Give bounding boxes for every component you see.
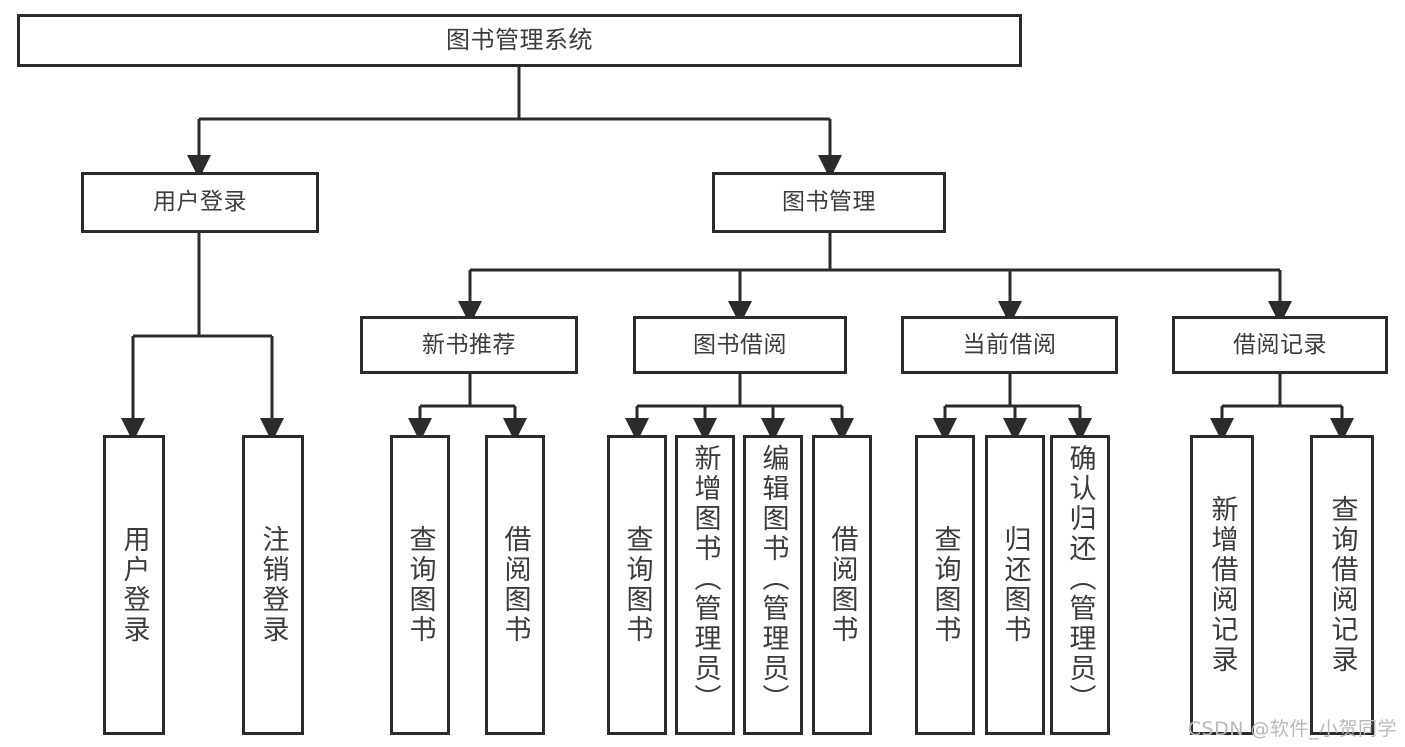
leaf-query-borrow-record[interactable]: 查询借阅记录 [1310,435,1374,735]
node-label: 新书推荐 [422,331,516,358]
node-label: 当前借阅 [962,331,1057,358]
node-label: 借阅图书 [499,525,531,645]
leaf-borrow-query-book[interactable]: 查询图书 [607,435,667,735]
leaf-confirm-return-admin[interactable]: 确认归还（管理员） [1050,435,1110,735]
node-label: 查询借阅记录 [1326,495,1358,675]
leaf-new-book-query[interactable]: 查询图书 [390,435,450,735]
node-label: 查询图书 [929,525,961,645]
node-root-library-system[interactable]: 图书管理系统 [17,14,1022,67]
node-label: 编辑图书（管理员） [757,444,789,714]
leaf-borrow-book[interactable]: 借阅图书 [812,435,872,735]
node-label: 借阅图书 [826,525,858,645]
node-label: 借阅记录 [1233,331,1327,358]
csdn-watermark: CSDN @软件_小贺同学 [1187,718,1397,740]
node-label: 注销登录 [257,525,289,645]
node-label: 新增借阅记录 [1206,495,1238,675]
node-label: 归还图书 [999,525,1031,645]
node-borrow-record[interactable]: 借阅记录 [1172,316,1388,374]
leaf-current-query-book[interactable]: 查询图书 [915,435,975,735]
node-label: 图书管理 [782,189,876,216]
leaf-new-book-borrow[interactable]: 借阅图书 [485,435,545,735]
leaf-return-book[interactable]: 归还图书 [985,435,1045,735]
node-label: 用户登录 [118,525,150,645]
leaf-logout[interactable]: 注销登录 [242,435,304,735]
node-label: 图书管理系统 [446,25,593,54]
node-book-management[interactable]: 图书管理 [712,172,946,233]
leaf-edit-book-admin[interactable]: 编辑图书（管理员） [743,435,803,735]
node-label: 用户登录 [153,189,247,216]
leaf-add-book-admin[interactable]: 新增图书（管理员） [675,435,735,735]
node-label: 查询图书 [404,525,436,645]
node-label: 新增图书（管理员） [689,444,721,714]
leaf-user-login[interactable]: 用户登录 [103,435,165,735]
node-label: 查询图书 [621,525,653,645]
node-label: 图书借阅 [693,331,787,358]
node-new-book-recommend[interactable]: 新书推荐 [360,316,578,374]
leaf-add-borrow-record[interactable]: 新增借阅记录 [1190,435,1254,735]
node-book-borrow[interactable]: 图书借阅 [633,316,847,374]
node-current-borrow[interactable]: 当前借阅 [901,316,1118,374]
node-label: 确认归还（管理员） [1064,444,1096,714]
node-user-login[interactable]: 用户登录 [81,172,319,233]
